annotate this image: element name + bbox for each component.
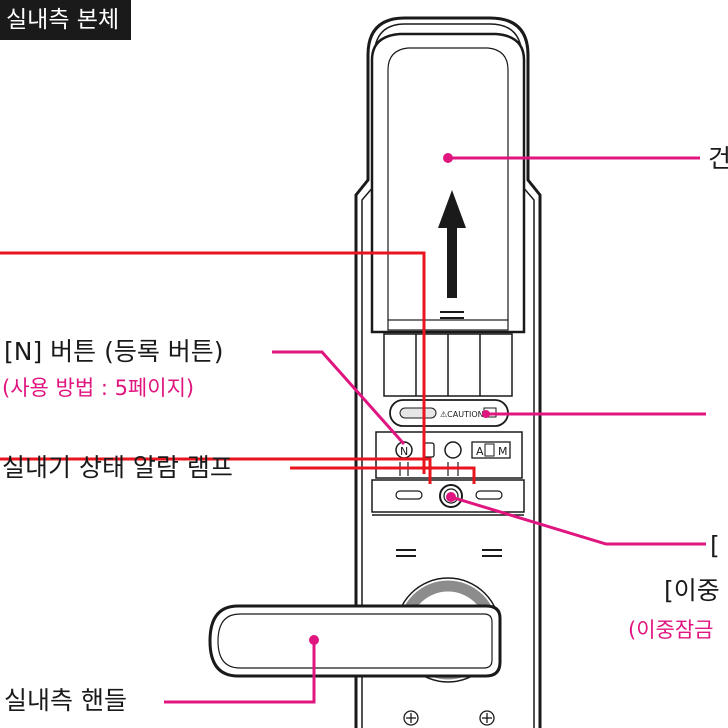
caution-strip: ⚠CAUTION [389,399,509,427]
indoor-handle [208,604,502,678]
label-lower-right-3: (이중잠금 [628,618,714,642]
label-lower-right-2: [이중 [664,576,720,605]
slide-up-arrow-icon [438,190,466,298]
battery-cover [370,32,526,334]
label-battery-cover: 건 [708,144,728,173]
label-n-button: [N] 버튼 (등록 버튼) [4,337,224,366]
caution-text: ⚠CAUTION [440,410,484,419]
label-n-button-ref: (사용 방법 : 5페이지) [2,376,195,400]
label-handle: 실내측 핸들 [4,686,127,715]
handle-leader [164,640,316,704]
n-button-marking: N [400,445,408,458]
status-lamp-leader-2 [290,466,476,484]
voice-button [444,441,462,459]
label-lower-right-1: [ [710,531,720,560]
double-lock-leader [450,495,706,546]
mode-m-marking: M [498,445,508,458]
leader-lines-red [0,251,476,484]
n-button-leader [272,350,406,445]
label-status-lamp: 실내기 상태 알람 램프 [2,453,233,482]
mode-a-marking: A [476,445,484,458]
leader-lines-magenta [164,156,706,704]
status-lamp-leader-1 [0,457,432,484]
section-title: 실내측 본체 [0,0,132,40]
battery-compartment [383,333,513,397]
red-leader-top [0,251,426,474]
lock-body-outline [354,16,542,728]
